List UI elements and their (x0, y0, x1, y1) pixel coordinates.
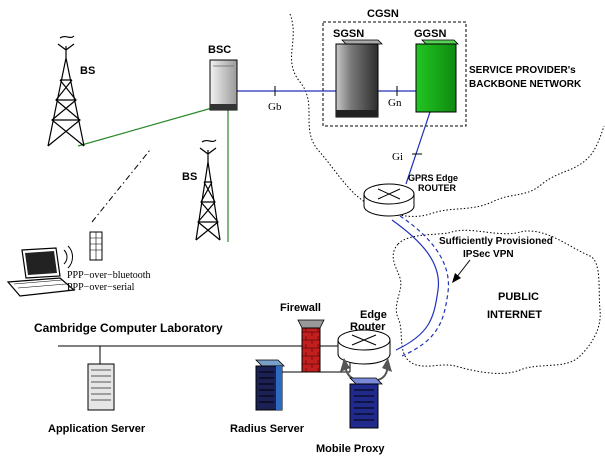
proxy-arrow-left-head (340, 358, 350, 372)
vpn-tunnel-solid (391, 219, 440, 351)
ppp-serial-label: PPP−over−serial (67, 282, 135, 293)
gn-label: Gn (388, 97, 402, 109)
bs-top-label: BS (80, 65, 95, 77)
backbone-label-line2: BACKBONE NETWORK (469, 79, 582, 90)
bs-mid-tower-icon (195, 139, 221, 241)
application-server-label: Application Server (48, 423, 146, 435)
ggsn-icon (415, 39, 459, 113)
radius-server-label: Radius Server (230, 423, 305, 435)
gprs-router-label-line2: ROUTER (418, 183, 457, 193)
mobile-proxy-icon (349, 377, 383, 429)
bsc-label: BSC (208, 44, 231, 56)
radius-server-icon (255, 359, 285, 411)
bs-mid-label: BS (182, 171, 197, 183)
bs-top-to-bsc-link (77, 107, 213, 147)
laptop-icon (6, 245, 76, 297)
vpn-label-line2: IPSec VPN (463, 249, 514, 260)
vpn-label-line1: Sufficiently Provisioned (439, 236, 553, 247)
public-internet-label-line1: PUBLIC (498, 291, 539, 303)
firewall-label: Firewall (280, 302, 321, 314)
bsc-icon (209, 59, 238, 111)
bluetooth-link (91, 149, 151, 223)
gprs-edge-router-icon (363, 183, 415, 217)
ggsn-label: GGSN (414, 28, 446, 40)
proxy-arrow-right-head (382, 358, 392, 372)
cgsn-boundary (322, 21, 467, 127)
sgsn-icon (335, 39, 383, 118)
vpn-pointer (455, 259, 471, 279)
mobile-phone-icon (89, 231, 103, 261)
gi-label: Gi (392, 151, 403, 163)
vpn-pointer-head (452, 273, 461, 283)
cgsn-label: CGSN (367, 8, 399, 20)
bs-top-tower-icon (47, 35, 85, 147)
ppp-bluetooth-label: PPP−over−bluetooth (67, 270, 151, 281)
gprs-router-label-line1: GPRS Edge (408, 173, 458, 183)
vpn-tunnel-dashed (399, 215, 450, 357)
cambridge-lab-label: Cambridge Computer Laboratory (34, 321, 223, 335)
mobile-proxy-label: Mobile Proxy (316, 443, 385, 455)
edge-router-icon (337, 329, 391, 365)
edge-router-label-line2: Router (350, 321, 386, 333)
application-server-icon (87, 363, 115, 411)
edge-router-label-line1: Edge (360, 309, 387, 321)
backbone-label-line1: SERVICE PROVIDER's (469, 65, 576, 76)
internet-cloud (392, 229, 601, 374)
sgsn-label: SGSN (333, 28, 364, 40)
public-internet-label-line2: INTERNET (487, 309, 542, 321)
gi-link (405, 111, 431, 185)
firewall-icon (297, 319, 325, 373)
gb-label: Gb (268, 101, 282, 113)
